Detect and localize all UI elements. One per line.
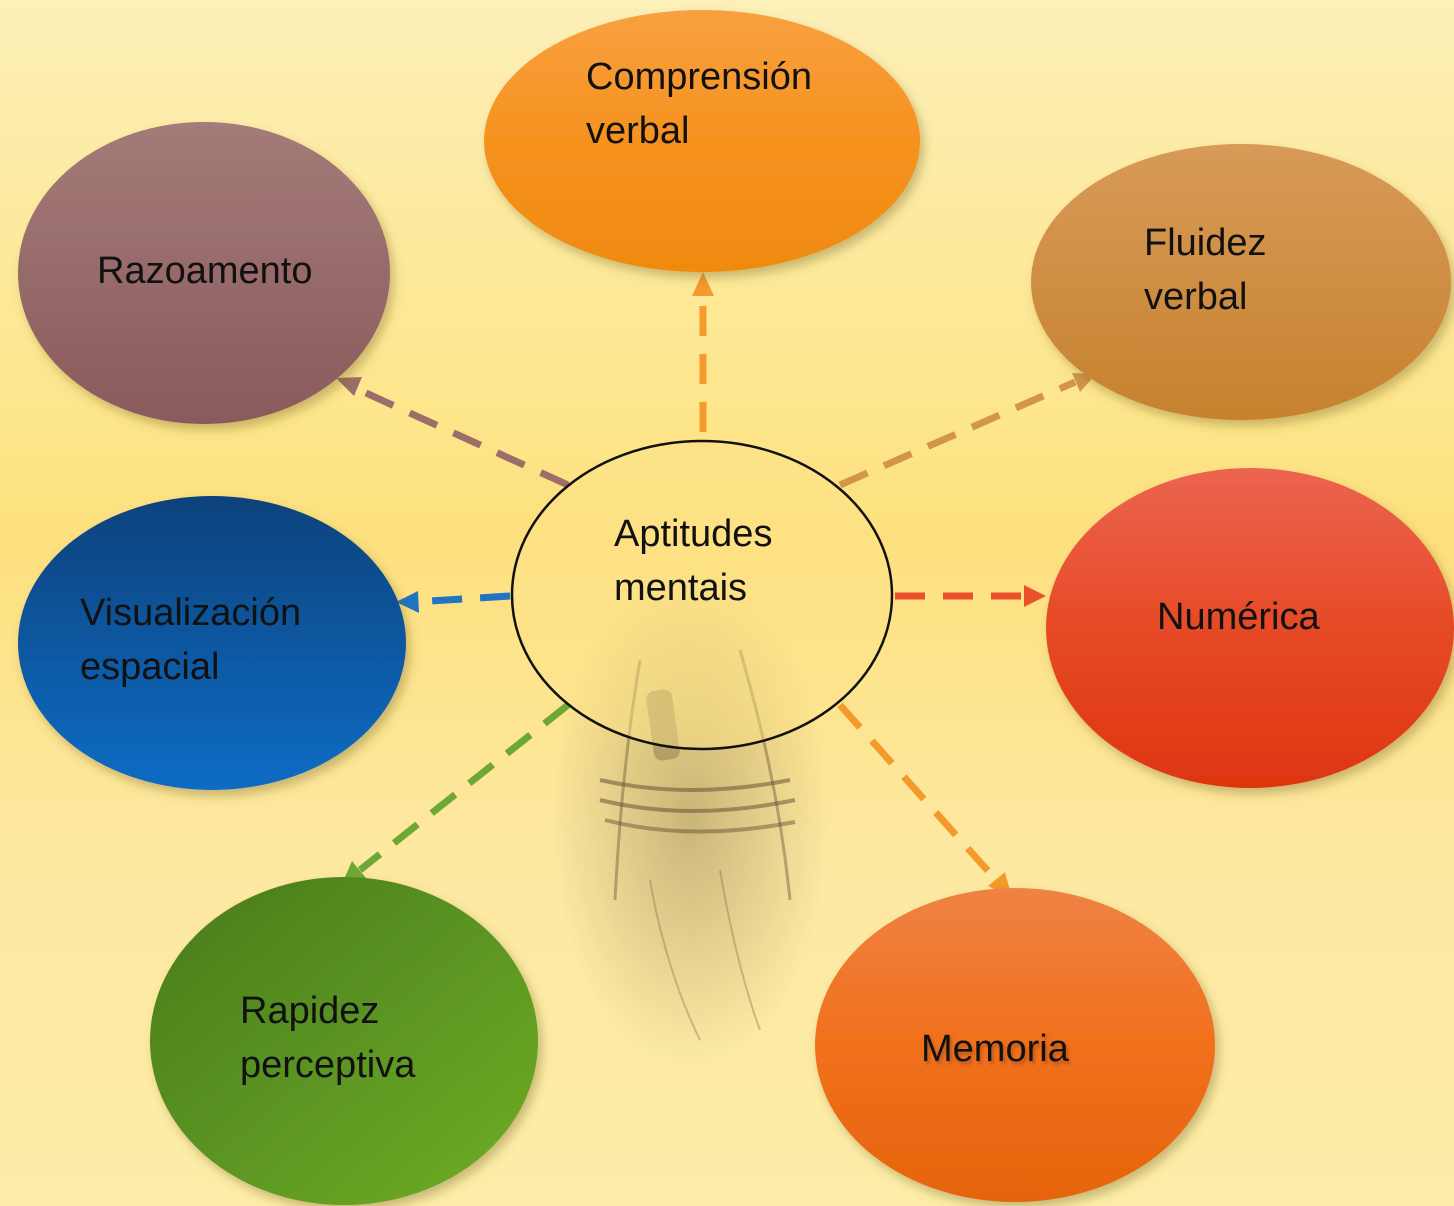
node-comprension-line1: Comprensión	[586, 50, 812, 104]
node-numerica-label: Numérica	[1157, 590, 1320, 644]
node-memoria-label: Memoria	[921, 1022, 1069, 1076]
node-comprension-line2: verbal	[586, 104, 812, 158]
node-visualizacion-label: Visualización espacial	[80, 586, 301, 694]
node-razoamento-label: Razoamento	[97, 244, 312, 298]
center-line2: mentais	[614, 561, 772, 615]
node-rapidez-label: Rapidez perceptiva	[240, 984, 415, 1092]
center-line1: Aptitudes	[614, 507, 772, 561]
node-fluidez-line2: verbal	[1144, 270, 1267, 324]
node-razoamento-line1: Razoamento	[97, 244, 312, 298]
node-rapidez-line2: perceptiva	[240, 1038, 415, 1092]
node-memoria-line1: Memoria	[921, 1022, 1069, 1076]
node-fluidez-label: Fluidez verbal	[1144, 216, 1267, 324]
arrow-to-fluidez	[840, 382, 1075, 485]
arrow-to-razoamento	[355, 388, 568, 485]
node-visualizacion-line2: espacial	[80, 640, 301, 694]
arrow-to-rapidez	[360, 705, 568, 870]
node-comprension-label: Comprensión verbal	[586, 50, 812, 158]
arrowhead-comprension	[692, 272, 714, 296]
node-rapidez-line1: Rapidez	[240, 984, 415, 1038]
node-numerica-line1: Numérica	[1157, 590, 1320, 644]
arrow-to-memoria	[840, 705, 996, 880]
arrowhead-numerica	[1024, 585, 1046, 607]
node-fluidez-line1: Fluidez	[1144, 216, 1267, 270]
arrow-to-visualizacion	[415, 596, 510, 602]
center-label: Aptitudes mentais	[614, 507, 772, 615]
node-visualizacion-line1: Visualización	[80, 586, 301, 640]
arrowhead-razoamento	[336, 377, 362, 396]
